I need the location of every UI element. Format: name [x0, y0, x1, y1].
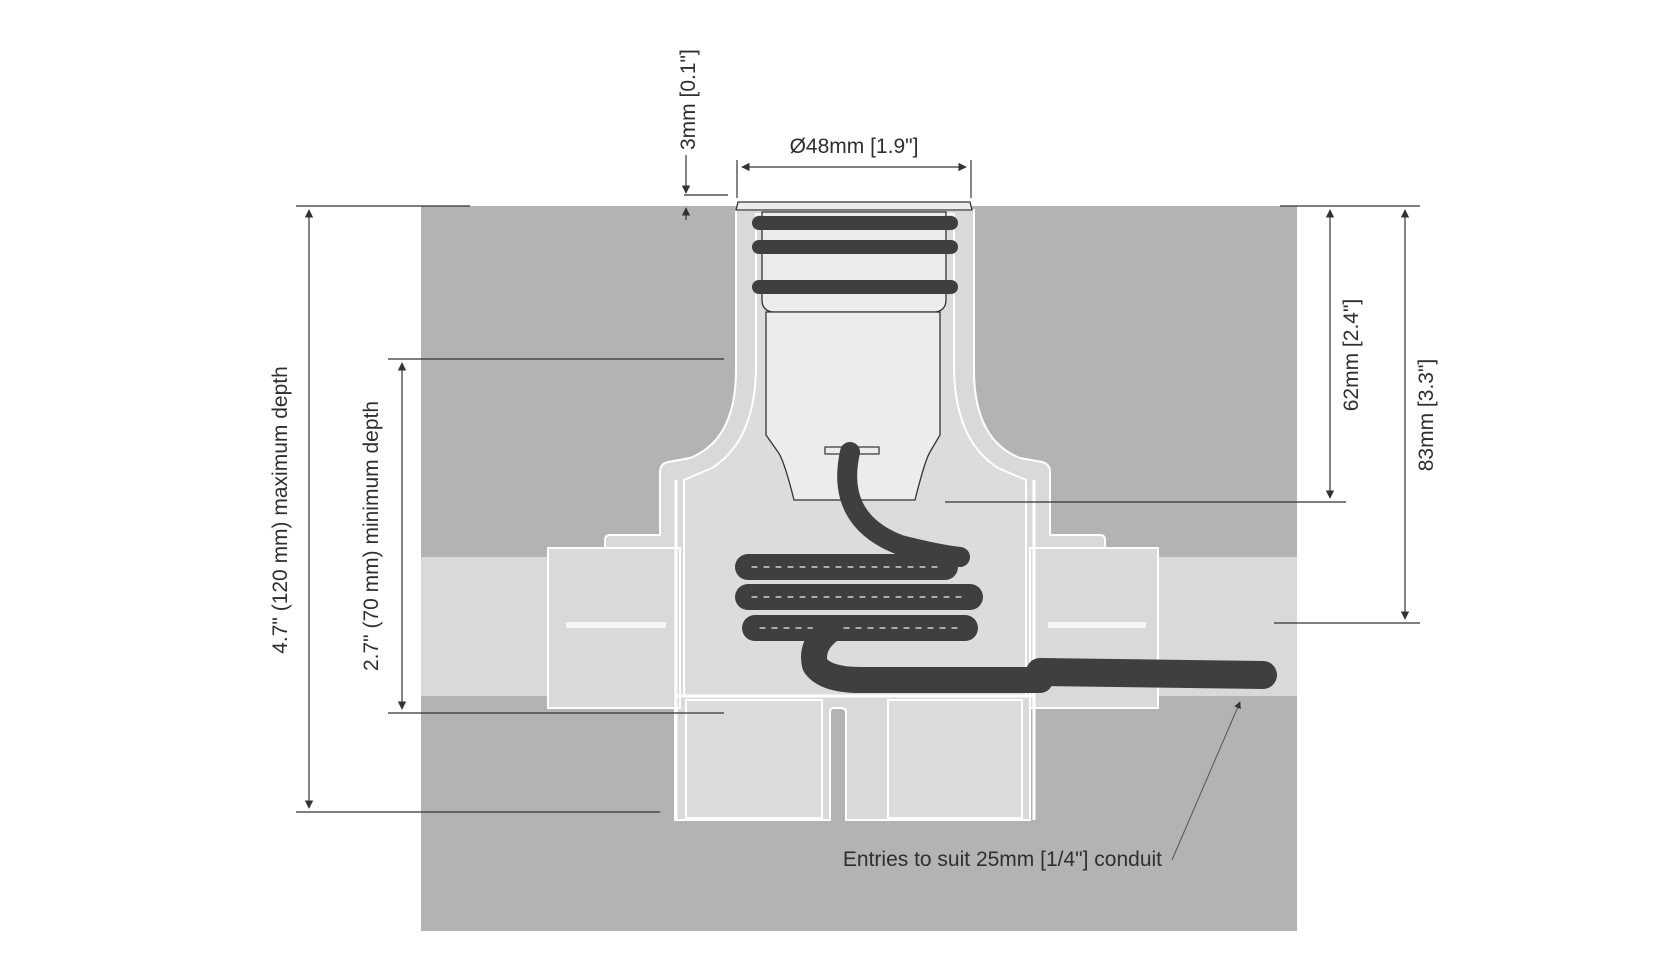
- conduit-label: Entries to suit 25mm [1/4"] conduit: [843, 848, 1162, 871]
- dimension-diameter: [736, 160, 972, 198]
- dimension-62mm: [945, 205, 1420, 503]
- fixture: [735, 201, 973, 501]
- o-ring-1: [752, 216, 958, 230]
- conduit-leader: [1171, 701, 1241, 861]
- max-depth-label: 4.7" (120 mm) maximum depth: [269, 366, 292, 654]
- dimension-bezel: [681, 155, 728, 220]
- dimension-min-depth: [388, 358, 724, 714]
- o-ring-2: [752, 240, 958, 254]
- bezel-label: 3mm [0.1"]: [677, 49, 700, 150]
- depth-62-label: 62mm [2.4"]: [1340, 299, 1363, 412]
- o-ring-3: [752, 280, 958, 294]
- cable: [735, 442, 1277, 693]
- diameter-label: Ø48mm [1.9"]: [790, 135, 919, 158]
- depth-83-label: 83mm [3.3"]: [1415, 359, 1438, 472]
- dimension-max-depth: [296, 205, 660, 813]
- dimension-83mm: [1274, 209, 1420, 624]
- min-depth-label: 2.7" (70 mm) minimum depth: [360, 401, 383, 671]
